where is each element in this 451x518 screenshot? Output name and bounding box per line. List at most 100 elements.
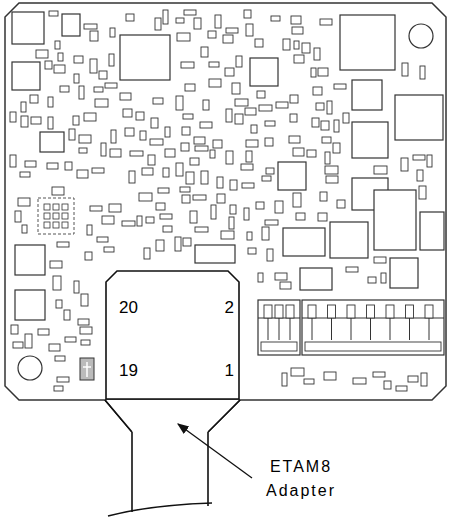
smd-component (52, 187, 64, 195)
smd-component (102, 216, 114, 224)
smd-component (291, 16, 301, 24)
smd-component (109, 204, 121, 212)
ic-package (283, 228, 325, 256)
mounting-hole (409, 24, 433, 48)
smd-component (293, 148, 304, 156)
smd-component (142, 168, 153, 175)
smd-component (140, 131, 146, 140)
polarity-mark (83, 362, 91, 377)
smd-component (241, 164, 253, 170)
smd-component (56, 300, 62, 308)
smd-component (156, 203, 165, 210)
smd-component (123, 109, 132, 117)
smd-component (320, 192, 327, 201)
header-pin (367, 305, 375, 318)
pin-number: 2 (225, 298, 234, 318)
smd-component (265, 138, 273, 146)
smd-component (373, 372, 385, 377)
header-pin-lead (312, 318, 313, 340)
smd-component (194, 18, 201, 29)
smd-component (97, 237, 108, 242)
smd-component (176, 163, 183, 176)
smd-component (208, 31, 216, 38)
smd-component (122, 221, 135, 226)
smd-component (255, 39, 263, 47)
smd-component (181, 62, 194, 68)
smd-component (104, 247, 114, 252)
smd-component (245, 108, 256, 115)
smd-component (65, 162, 72, 170)
header-pin (308, 305, 316, 318)
smd-component (10, 155, 16, 167)
smd-component (79, 135, 91, 143)
smd-component (175, 237, 181, 251)
smd-component (146, 217, 154, 223)
smd-component (229, 217, 234, 229)
ic-package (250, 58, 278, 86)
smd-component (316, 103, 324, 110)
smd-component (160, 214, 172, 219)
smd-component (155, 18, 161, 30)
bga-pad (62, 222, 68, 228)
smd-component (57, 242, 69, 247)
smd-component (209, 79, 221, 87)
smd-component (81, 294, 88, 306)
smd-component (190, 158, 199, 165)
header-pin-lead (268, 318, 269, 340)
smd-component (247, 232, 252, 240)
smd-component (267, 249, 273, 261)
smd-component (321, 121, 329, 130)
header-body (258, 300, 300, 355)
smd-component (271, 16, 280, 21)
smd-component (136, 112, 144, 120)
ic-package (330, 222, 368, 258)
smd-component (126, 14, 134, 21)
bga-pad (44, 204, 50, 210)
bga-pad (53, 204, 59, 210)
smd-component (381, 273, 386, 283)
smd-component (87, 225, 92, 235)
ic-package (340, 15, 395, 70)
header-pin (328, 305, 336, 318)
smd-component (318, 213, 327, 221)
smd-component (396, 386, 407, 391)
header-pin-lead (279, 318, 280, 340)
smd-component (137, 216, 142, 226)
smd-component (58, 53, 63, 61)
smd-component (110, 28, 115, 37)
smd-component (244, 10, 251, 18)
smd-component (156, 240, 164, 251)
smd-component (217, 194, 225, 203)
smd-component (151, 118, 158, 128)
smd-component (262, 176, 271, 181)
smd-component (99, 71, 107, 79)
smd-component (73, 116, 79, 125)
smd-component (314, 48, 320, 60)
smd-component (21, 102, 26, 112)
smd-component (275, 273, 287, 280)
smd-component (413, 155, 425, 160)
smd-component (31, 117, 41, 124)
smd-component (325, 166, 338, 174)
ic-package (15, 245, 45, 275)
smd-component (158, 188, 169, 193)
ic-package (15, 290, 45, 320)
smd-component (368, 277, 376, 283)
header-pin (347, 305, 355, 318)
smd-component (182, 127, 190, 135)
smd-component (60, 86, 69, 92)
smd-component (36, 50, 48, 58)
smd-component (251, 125, 257, 133)
bga-pad (53, 213, 59, 219)
header-pin-lead (290, 318, 291, 340)
board-outline (5, 3, 446, 400)
smd-component (280, 282, 291, 289)
smd-component (289, 136, 300, 143)
bga-pad (53, 222, 59, 228)
smd-component (210, 150, 215, 158)
smd-component (384, 381, 391, 389)
smd-component (183, 238, 191, 246)
